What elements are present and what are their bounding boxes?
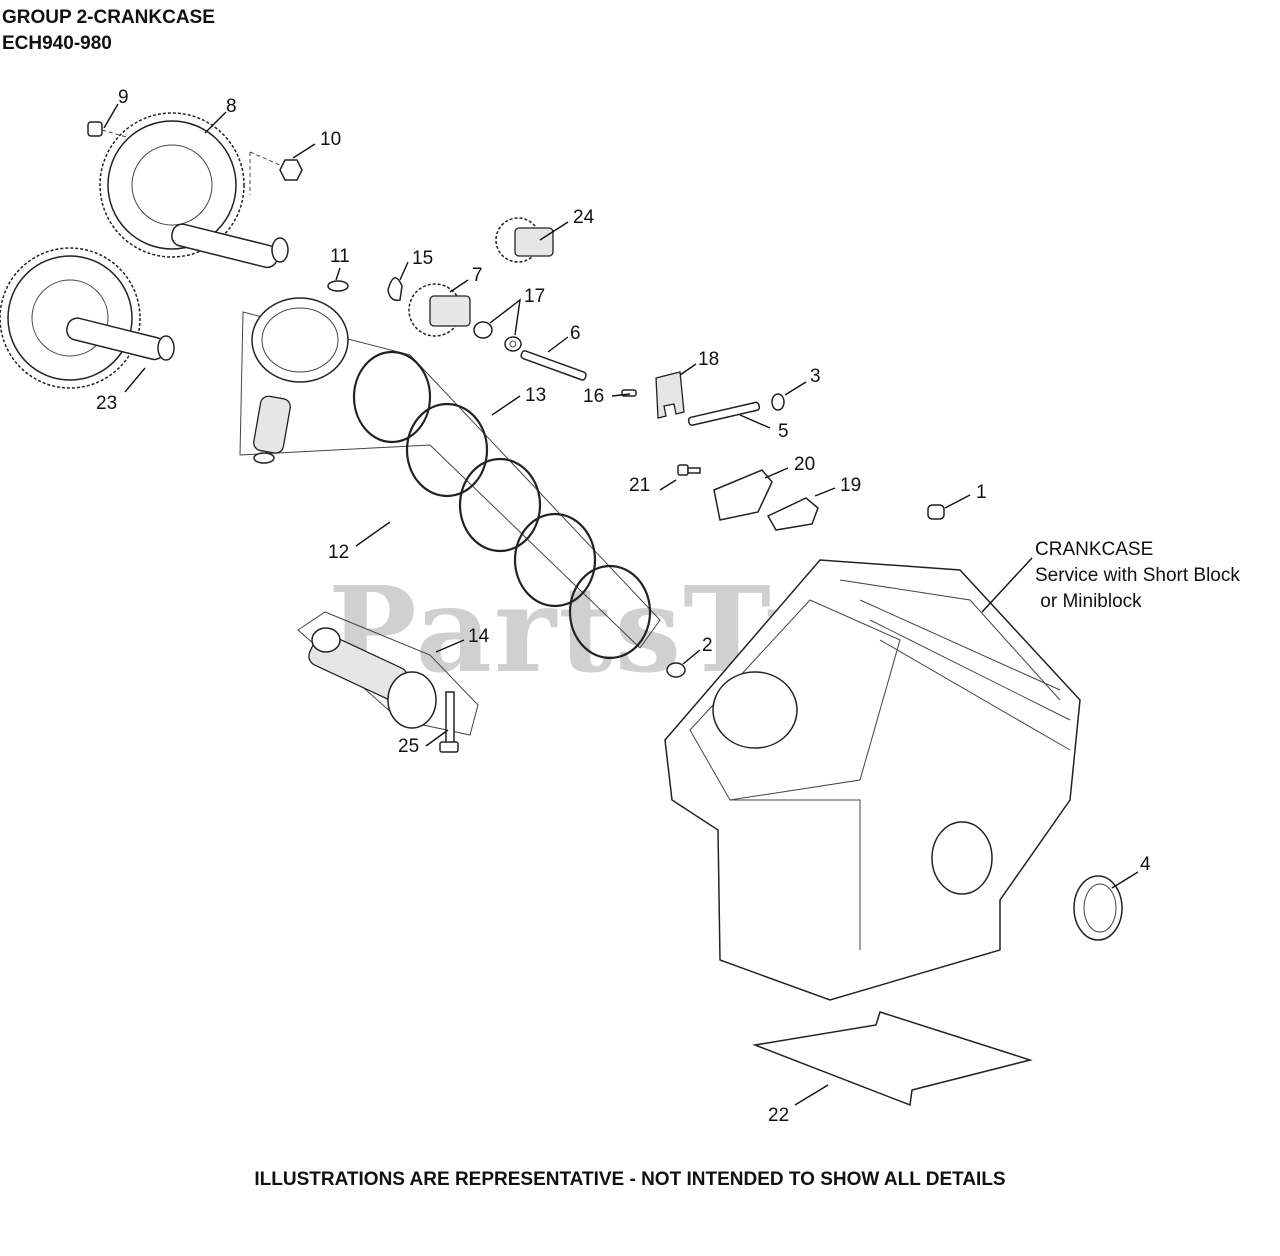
crankshaft-oil-seal[interactable] (1073, 875, 1123, 941)
callout-17[interactable]: 17 (524, 286, 546, 307)
piston-rings[interactable] (352, 350, 652, 660)
callout-16[interactable]: 16 (583, 386, 605, 407)
crankcase-service-note: Service with Short Block (1035, 565, 1240, 586)
cross-shaft[interactable] (687, 401, 761, 426)
diagram-group-title: GROUP 2-CRANKCASE (2, 7, 215, 28)
breather-gasket[interactable] (766, 497, 819, 531)
dowel-pin-upper[interactable] (927, 504, 945, 520)
diagram-model-title: ECH940-980 (2, 33, 112, 54)
governor-bracket[interactable] (655, 371, 685, 419)
balance-gear-lower[interactable] (408, 283, 471, 337)
callout-14[interactable]: 14 (468, 626, 490, 647)
cam-bolt[interactable] (87, 121, 131, 139)
callout-21[interactable]: 21 (629, 475, 651, 496)
camshaft-gear-lower[interactable] (0, 247, 175, 389)
balance-gear-upper[interactable] (495, 217, 554, 263)
callout-20[interactable]: 20 (794, 454, 816, 475)
shaft-seal[interactable] (771, 393, 785, 411)
dowel-pin-lower[interactable] (666, 662, 686, 678)
leader-lines (103, 103, 1139, 1106)
callout-8[interactable]: 8 (226, 96, 237, 117)
governor-shaft[interactable] (520, 350, 587, 381)
callout-24[interactable]: 24 (573, 207, 595, 228)
governor-washer[interactable] (387, 277, 403, 302)
spacer-washer[interactable] (473, 321, 522, 352)
callout-3[interactable]: 3 (810, 366, 821, 387)
crankcase-miniblock-note: or Miniblock (1035, 591, 1142, 612)
callout-12[interactable]: 12 (328, 542, 350, 563)
disclaimer-footer: ILLUSTRATIONS ARE REPRESENTATIVE - NOT I… (254, 1169, 1006, 1190)
piston-assembly-panel (239, 280, 661, 649)
callout-9[interactable]: 9 (118, 87, 129, 108)
callout-2[interactable]: 2 (702, 635, 713, 656)
connecting-rod[interactable] (297, 611, 479, 753)
breather-plate[interactable] (713, 469, 773, 521)
callout-18[interactable]: 18 (698, 349, 720, 370)
callout-7[interactable]: 7 (472, 265, 483, 286)
callout-11[interactable]: 11 (330, 246, 350, 267)
cam-nut[interactable] (249, 151, 303, 195)
crankcase-block[interactable] (664, 559, 1081, 1001)
callout-5[interactable]: 5 (778, 421, 789, 442)
callout-19[interactable]: 19 (840, 475, 862, 496)
callout-23[interactable]: 23 (96, 393, 118, 414)
callout-13[interactable]: 13 (525, 385, 547, 406)
camshaft-gear-upper[interactable] (99, 112, 289, 269)
callout-10[interactable]: 10 (320, 129, 342, 150)
plate-screw[interactable] (677, 464, 701, 476)
callout-25[interactable]: 25 (398, 736, 420, 757)
crankcase-label: CRANKCASE (1035, 539, 1154, 560)
callout-15[interactable]: 15 (412, 248, 434, 269)
base-plate[interactable] (752, 1011, 1033, 1107)
callout-6[interactable]: 6 (570, 323, 581, 344)
callout-4[interactable]: 4 (1140, 854, 1151, 875)
callout-1[interactable]: 1 (976, 482, 987, 503)
callout-22[interactable]: 22 (768, 1105, 790, 1126)
